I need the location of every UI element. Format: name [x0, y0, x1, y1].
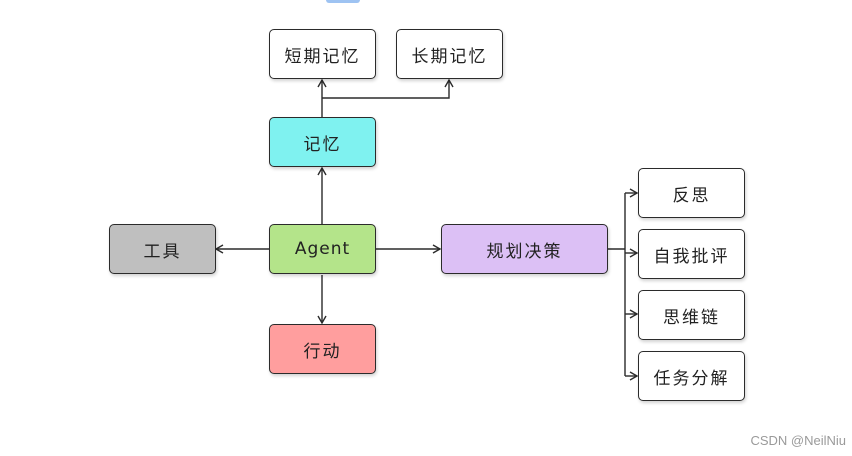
node-agent: Agent [269, 224, 376, 274]
node-long-term-memory: 长期记忆 [396, 29, 503, 79]
node-memory: 记忆 [269, 117, 376, 167]
node-self-critique: 自我批评 [638, 229, 745, 279]
node-action: 行动 [269, 324, 376, 374]
node-chain-of-thought: 思维链 [638, 290, 745, 340]
node-reflection: 反思 [638, 168, 745, 218]
node-short-term-memory: 短期记忆 [269, 29, 376, 79]
watermark: CSDN @NeilNiu [750, 433, 846, 448]
node-planning: 规划决策 [441, 224, 608, 274]
node-task-decomposition: 任务分解 [638, 351, 745, 401]
node-tools: 工具 [109, 224, 216, 274]
edge-memory-long-term [322, 78, 454, 99]
top-edge-indicator [326, 0, 360, 3]
